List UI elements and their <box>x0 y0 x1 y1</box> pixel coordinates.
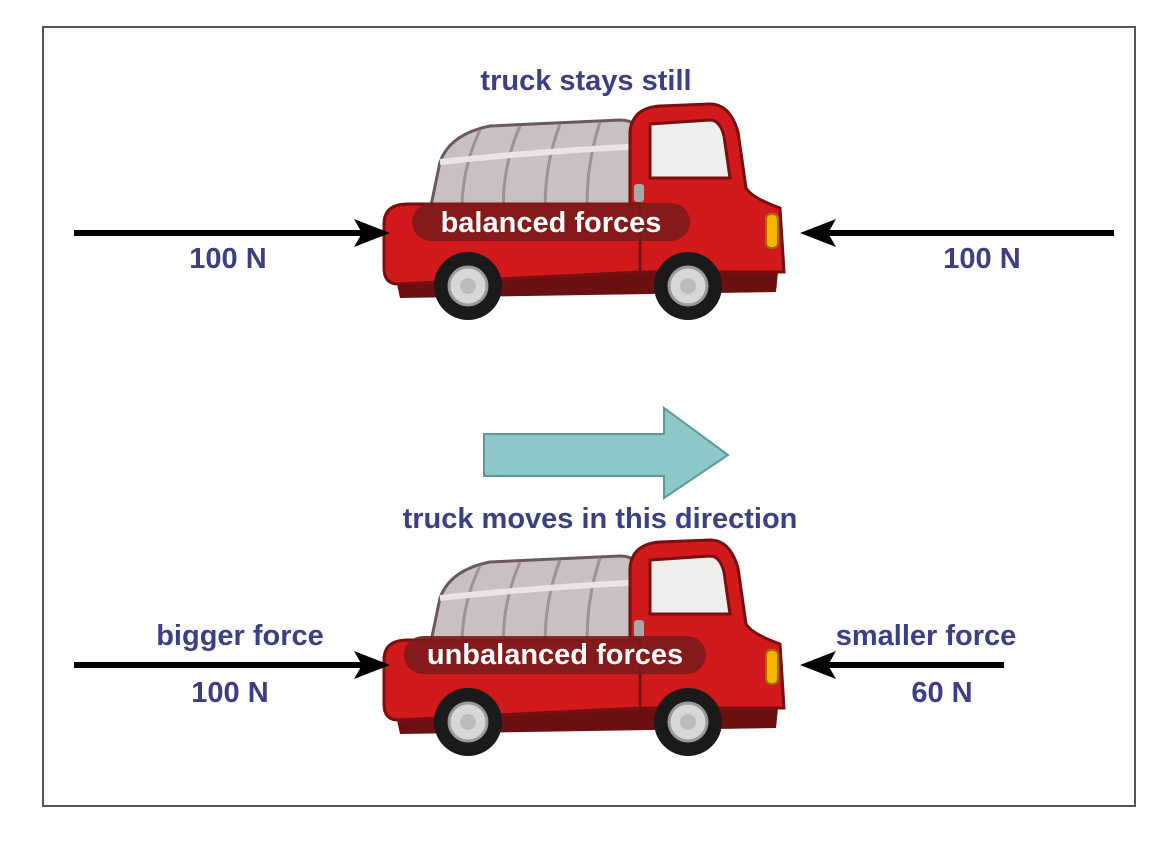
middle-caption: truck moves in this direction <box>403 503 798 535</box>
top-body-label: balanced forces <box>441 207 662 239</box>
bottom-right-force-title: smaller force <box>836 620 1017 652</box>
bottom-body-label: unbalanced forces <box>427 639 683 671</box>
top-left-force-value: 100 N <box>189 243 266 275</box>
bottom-left-force-arrow <box>74 651 390 679</box>
bottom-right-force-value: 60 N <box>911 677 972 709</box>
top-caption: truck stays still <box>480 65 691 97</box>
top-body-label-bg <box>412 203 690 241</box>
bottom-right-force-arrow <box>800 651 1004 679</box>
top-right-force-arrow <box>800 219 1114 247</box>
top-left-force-arrow <box>74 219 390 247</box>
top-right-force-value: 100 N <box>943 243 1020 275</box>
bottom-body-label-bg <box>404 636 706 674</box>
bottom-left-force-value: 100 N <box>191 677 268 709</box>
bottom-left-force-title: bigger force <box>156 620 324 652</box>
arrow-right-icon <box>483 406 730 500</box>
